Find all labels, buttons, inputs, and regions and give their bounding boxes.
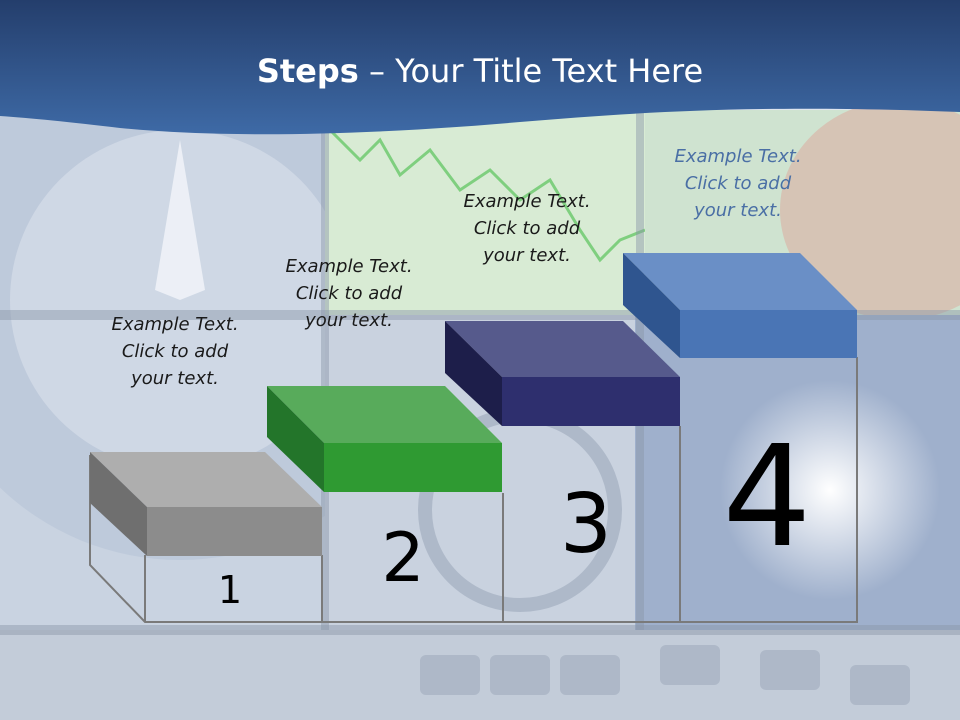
step-4-block[interactable]: [623, 253, 857, 358]
step-2-text-line-3: your text.: [305, 310, 393, 331]
step-1-text-line-3: your text.: [131, 368, 219, 389]
step-3-text-line-1: Example Text.: [463, 191, 591, 212]
compass-needle: [155, 140, 205, 300]
step-2-text-line-2: Click to add: [295, 283, 403, 304]
step-3-text-line-3: your text.: [483, 245, 571, 266]
step-3-text-line-2: Click to add: [473, 218, 581, 239]
step-4-text-line-3: your text.: [694, 200, 782, 221]
step-4-text-line-1: Example Text.: [674, 146, 802, 167]
step-2-number: 2: [381, 519, 425, 598]
step-4-number: 4: [722, 416, 812, 579]
hand-photo: [780, 100, 960, 320]
title-bold: Steps: [256, 52, 359, 90]
step-3-number: 3: [559, 477, 613, 572]
step-1-number: 1: [217, 568, 243, 612]
steps-frame: [89, 357, 858, 623]
step-4-text[interactable]: Example Text. Click to add your text.: [648, 143, 828, 224]
step-2-text[interactable]: Example Text. Click to add your text.: [259, 253, 439, 334]
chart-photo: [325, 110, 645, 315]
step-1-text[interactable]: Example Text. Click to add your text.: [85, 311, 265, 392]
title-banner: [0, 0, 960, 135]
step-4-text-line-2: Click to add: [684, 173, 792, 194]
step-1-text-line-2: Click to add: [121, 341, 229, 362]
step-3-text[interactable]: Example Text. Click to add your text.: [437, 188, 617, 269]
step-2-block[interactable]: [267, 386, 502, 492]
step-2-text-line-1: Example Text.: [285, 256, 413, 277]
title-rest: – Your Title Text Here: [358, 52, 704, 90]
step-3-block[interactable]: [445, 321, 680, 426]
step-1-text-line-1: Example Text.: [111, 314, 239, 335]
chart-line: [328, 128, 646, 263]
step-1-block[interactable]: [90, 452, 322, 556]
slide-title[interactable]: Steps – Your Title Text Here: [0, 52, 960, 90]
